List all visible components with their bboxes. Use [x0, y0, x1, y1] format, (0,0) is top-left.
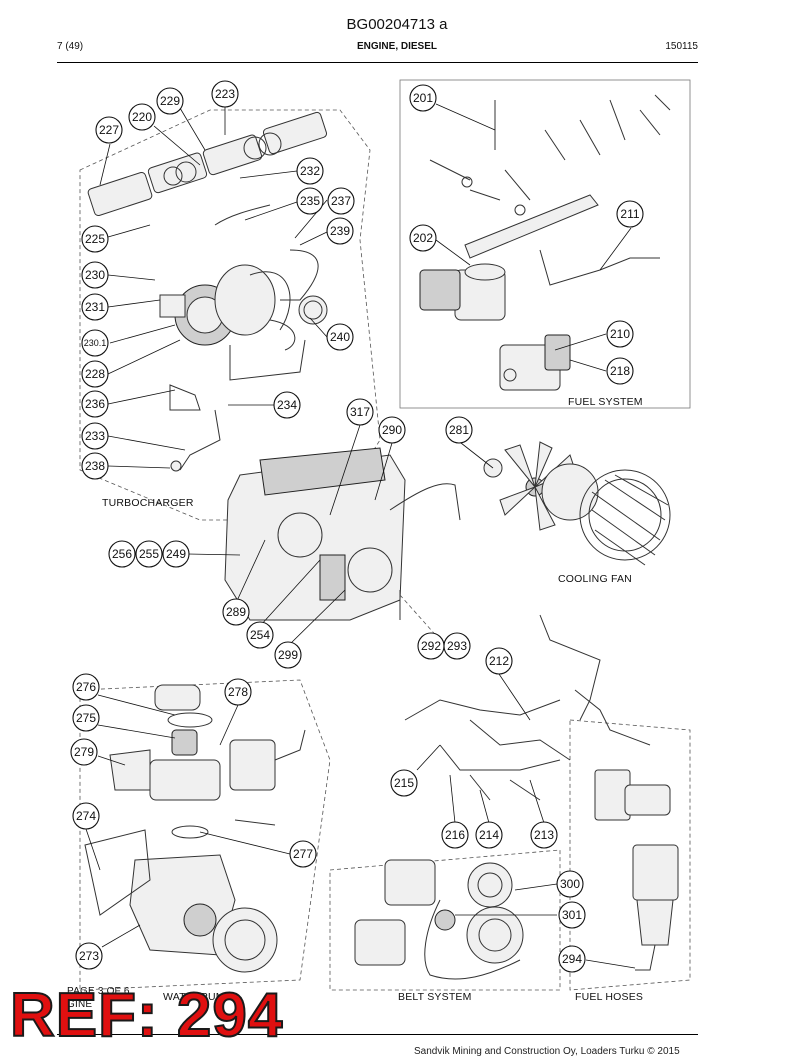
label-fuel-system: FUEL SYSTEM	[568, 396, 643, 408]
fuel-hoses	[404, 614, 651, 801]
callout-202: 202	[413, 231, 433, 245]
exhaust-manifold	[87, 111, 328, 217]
callout-211: 211	[620, 207, 639, 221]
callout-299: 299	[278, 648, 298, 662]
callout-223: 223	[215, 87, 235, 101]
callout-279: 279	[74, 745, 94, 759]
callout-300: 300	[560, 877, 580, 891]
label-fuel-hoses: FUEL HOSES	[575, 991, 644, 1003]
callout-215: 215	[394, 776, 414, 790]
callout-214: 214	[479, 828, 499, 842]
label-belt-system: BELT SYSTEM	[398, 991, 472, 1003]
reference-overlay-label: REF: 294	[9, 981, 284, 1050]
turbocharger-unit	[159, 264, 296, 351]
callout-290: 290	[382, 423, 402, 437]
water-pump	[84, 825, 278, 973]
callout-254: 254	[250, 628, 270, 642]
callout-278: 278	[228, 685, 248, 699]
callout-213: 213	[534, 828, 554, 842]
callout-230-1: 230.1	[84, 338, 107, 348]
callout-227: 227	[99, 123, 119, 137]
callout-232: 232	[300, 164, 320, 178]
callout-273: 273	[79, 949, 99, 963]
callout-294: 294	[562, 952, 582, 966]
callout-237: 237	[331, 194, 351, 208]
callout-230: 230	[85, 268, 105, 282]
callout-275: 275	[76, 711, 96, 725]
label-turbocharger: TURBOCHARGER	[102, 497, 194, 509]
callout-212: 212	[489, 654, 509, 668]
footer-rule	[57, 1034, 698, 1035]
waterpump-group-outline	[79, 679, 331, 991]
callout-240: 240	[330, 330, 350, 344]
thermostat-housing	[109, 684, 306, 826]
callout-238: 238	[85, 459, 105, 473]
label-waterpump: WATERPUMP	[163, 991, 232, 1003]
callout-216: 216	[445, 828, 465, 842]
engine-block	[224, 447, 461, 641]
callout-220: 220	[132, 110, 152, 124]
callout-292: 292	[421, 639, 441, 653]
belt-group-outline	[329, 849, 561, 991]
header-rule	[57, 62, 698, 63]
callout-235: 235	[300, 194, 320, 208]
callout-274: 274	[76, 809, 96, 823]
document-id: BG00204713 a	[346, 16, 448, 33]
footer-copyright: Sandvik Mining and Construction Oy, Load…	[414, 1046, 680, 1057]
callout-256: 256	[112, 547, 132, 561]
fuel-filter	[594, 769, 679, 971]
callout-277: 277	[293, 847, 313, 861]
callout-201: 201	[413, 91, 433, 105]
section-title: ENGINE, DIESEL	[356, 41, 437, 52]
injectors-and-rail	[429, 94, 671, 286]
callout-301: 301	[562, 908, 582, 922]
callout-210: 210	[610, 327, 630, 341]
belt-system	[354, 859, 524, 980]
label-page-note: PAGE 3 OF 6	[67, 986, 130, 997]
callout-218: 218	[610, 364, 630, 378]
document-date: 150115	[665, 41, 698, 52]
leader-lines	[85, 102, 636, 969]
callout-249: 249	[166, 547, 186, 561]
callout-228: 228	[85, 367, 105, 381]
fuel-system-frame	[399, 79, 691, 409]
fuel-hoses-group-outline	[569, 719, 691, 991]
turbo-group-outline	[79, 109, 381, 521]
callout-293: 293	[447, 639, 467, 653]
callout-281: 281	[449, 423, 469, 437]
callout-236: 236	[85, 397, 105, 411]
callout-276: 276	[76, 680, 96, 694]
callout-234: 234	[277, 398, 297, 412]
callout-225: 225	[85, 232, 105, 246]
callout-circles: 223 229 220 227 232 235 237 239 225 230 …	[70, 80, 644, 973]
cooling-fan	[483, 441, 671, 566]
page-number: 7 (49)	[57, 41, 84, 52]
fuel-filter-housing	[419, 263, 506, 321]
callout-289: 289	[226, 605, 246, 619]
callout-317: 317	[350, 405, 370, 419]
callout-231: 231	[85, 300, 105, 314]
high-pressure-pump	[499, 334, 571, 391]
callout-229: 229	[160, 94, 180, 108]
callout-239: 239	[330, 224, 350, 238]
callout-233: 233	[85, 429, 105, 443]
callout-255: 255	[139, 547, 159, 561]
label-page-note-2: GINE	[67, 999, 93, 1010]
label-cooling-fan: COOLING FAN	[558, 573, 632, 585]
